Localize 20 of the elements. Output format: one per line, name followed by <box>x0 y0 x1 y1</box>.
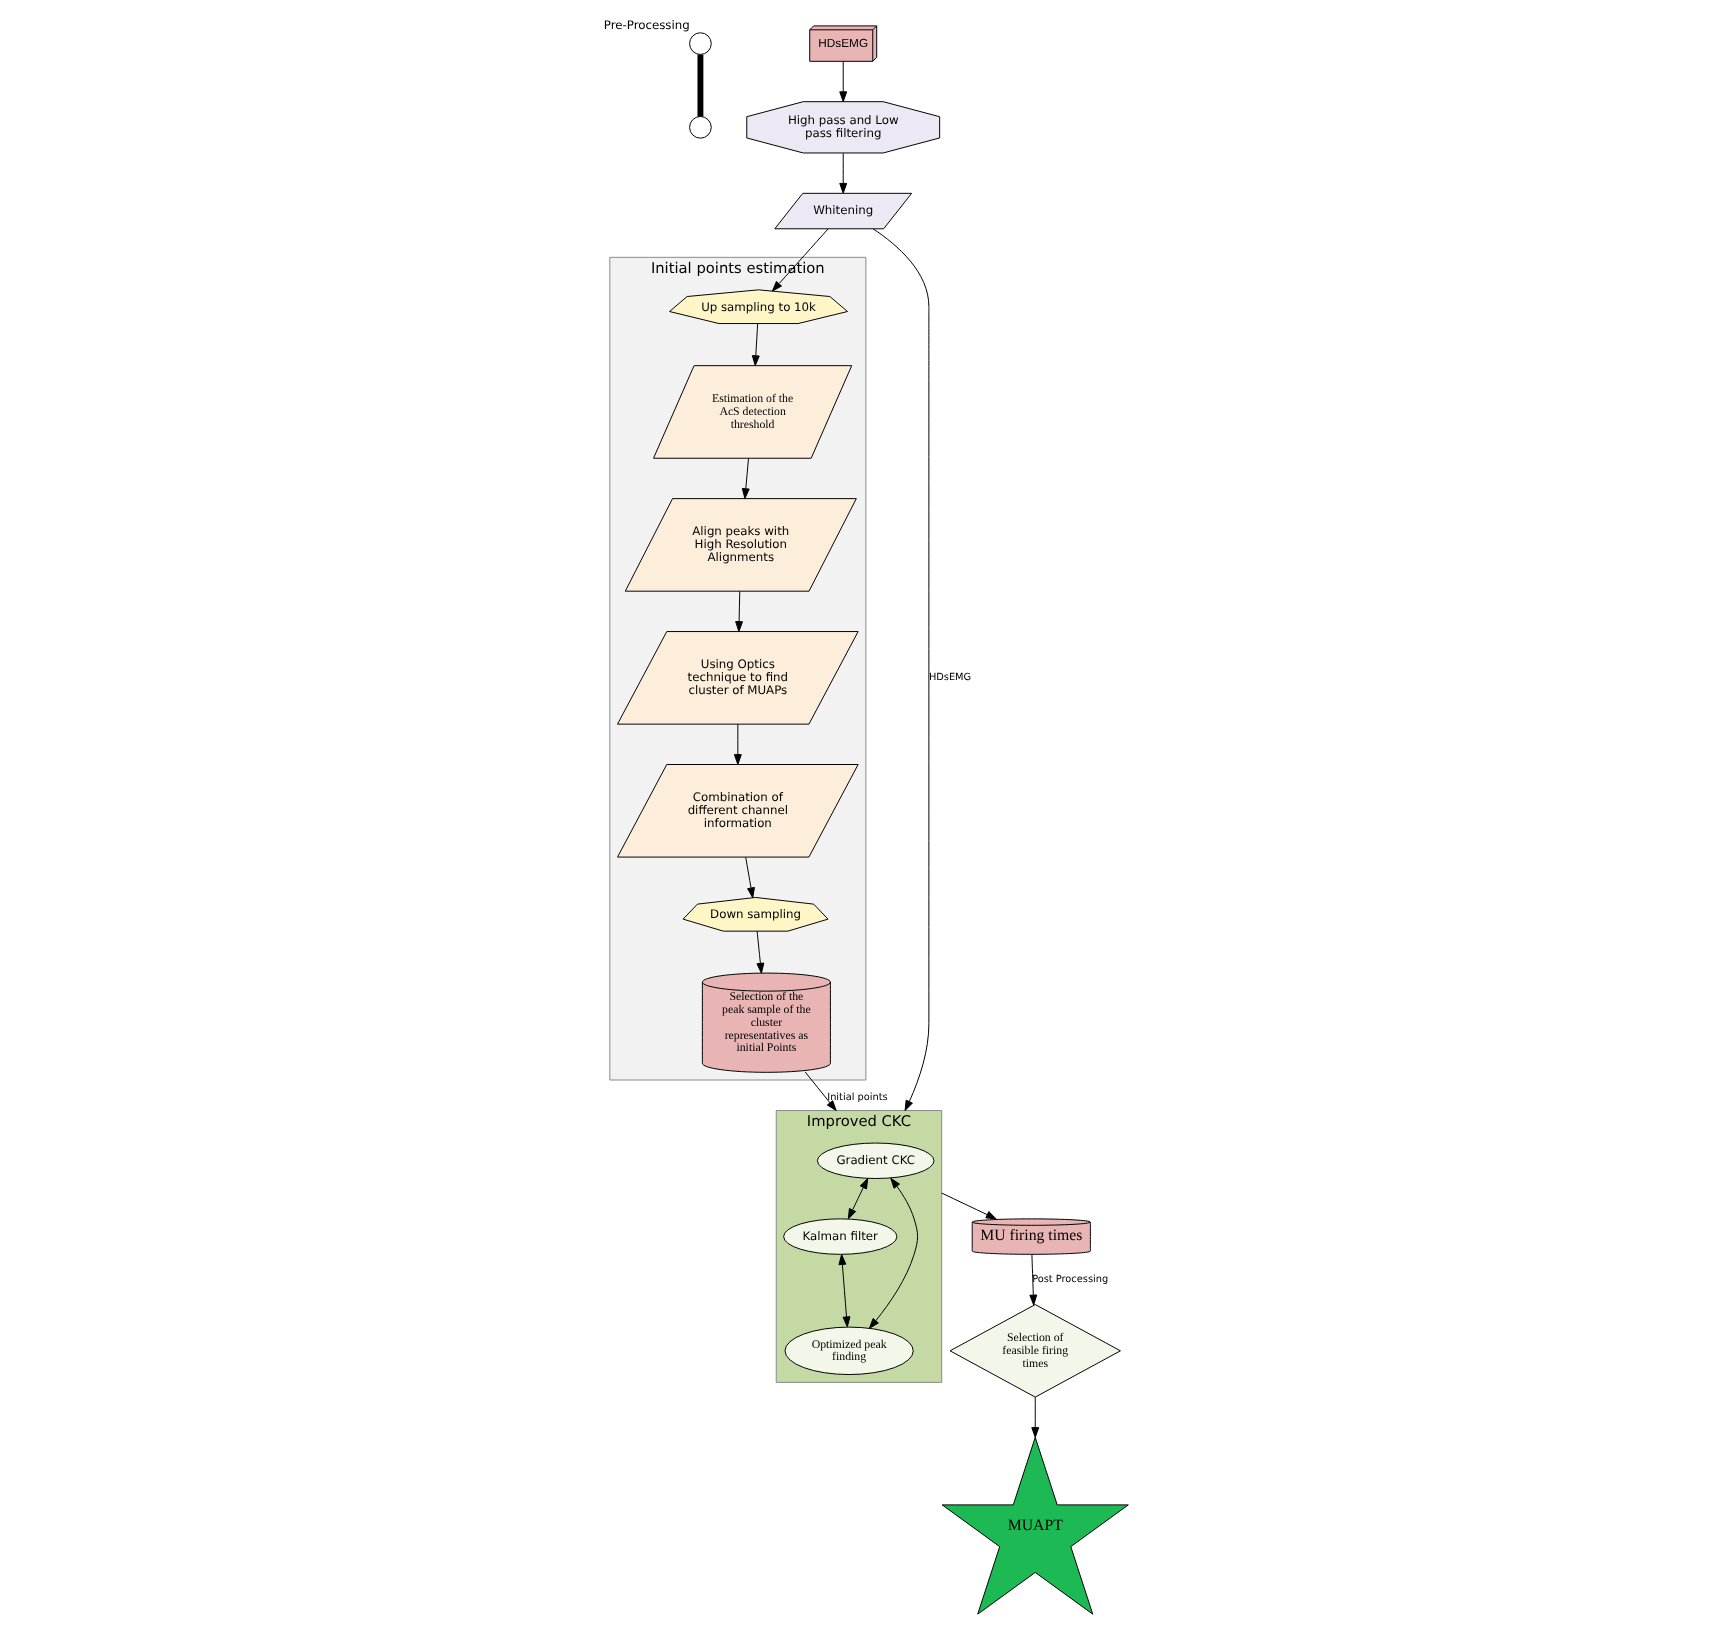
arrow <box>837 1254 850 1328</box>
arrow <box>750 323 759 367</box>
arrow <box>1028 1254 1037 1306</box>
arrow <box>755 930 764 974</box>
arrow <box>838 61 847 103</box>
node-circle <box>688 116 711 139</box>
arrow <box>803 1071 836 1112</box>
arrow <box>770 228 828 292</box>
arrow <box>940 1192 996 1220</box>
arrow <box>867 1177 918 1329</box>
arrow <box>1030 1396 1039 1438</box>
arrow <box>732 723 741 765</box>
arrow <box>734 590 742 632</box>
arrow <box>744 856 754 899</box>
arrow <box>838 152 847 194</box>
node-circle <box>688 32 711 55</box>
arrow <box>740 457 749 500</box>
arrow <box>871 228 929 1112</box>
connector <box>696 54 703 117</box>
arrow <box>846 1178 868 1220</box>
